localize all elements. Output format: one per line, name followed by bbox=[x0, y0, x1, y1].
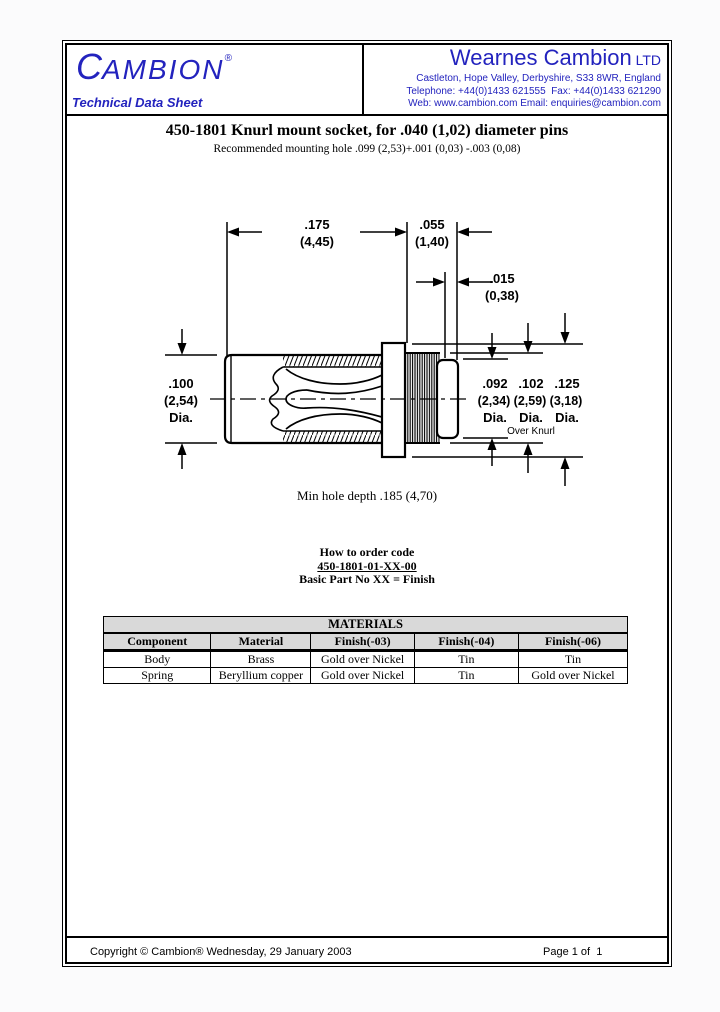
over-knurl-note: Over Knurl bbox=[507, 426, 555, 437]
company-web-email: Web: www.cambion.com Email: enquiries@ca… bbox=[408, 98, 661, 109]
dim-body-dia-mm: (2,54) bbox=[164, 393, 198, 408]
dim-length-mm: (4,45) bbox=[300, 234, 334, 249]
sheet-outer-border bbox=[62, 40, 672, 967]
order-note: Basic Part No XX = Finish bbox=[299, 572, 435, 586]
logo-letter-c: C bbox=[76, 46, 102, 87]
socket-body bbox=[210, 341, 470, 459]
cell-component: Spring bbox=[102, 667, 212, 684]
dia-3-label: Dia. bbox=[555, 410, 579, 425]
materials-header-row: Component Material Finish(-03) Finish(-0… bbox=[102, 632, 629, 652]
footer-rule bbox=[67, 936, 667, 938]
company-logo: CAMBION® bbox=[76, 49, 232, 86]
col-header-finish-03: Finish(-03) bbox=[310, 632, 415, 652]
sheet-inner-border bbox=[65, 43, 669, 964]
footer-page-info: Page 1 of 1 bbox=[543, 946, 603, 958]
registered-mark-icon: ® bbox=[224, 53, 232, 64]
dia-1: .092 bbox=[482, 376, 507, 391]
company-suffix: LTD bbox=[631, 52, 661, 68]
cell-component: Body bbox=[102, 650, 212, 668]
dim-shoulder-mm: (1,40) bbox=[415, 234, 449, 249]
dimension-lines bbox=[165, 222, 583, 486]
col-header-material: Material bbox=[210, 632, 312, 652]
dia-2-label: Dia. bbox=[519, 410, 543, 425]
closed-entry-profile bbox=[268, 366, 284, 432]
dimension-arrowheads bbox=[177, 227, 570, 469]
company-info-block: Wearnes Cambion LTD Castleton, Hope Vall… bbox=[364, 45, 661, 111]
col-header-finish-06: Finish(-06) bbox=[517, 632, 629, 652]
table-row-body: Body Brass Gold over Nickel Tin Tin bbox=[102, 650, 629, 668]
logo-rest: AMBION bbox=[102, 54, 225, 85]
dim-tip-mm: (0,38) bbox=[485, 288, 519, 303]
dimension-labels: .175 (4,45) .055 (1,40) .015 (0,38) .100… bbox=[164, 217, 582, 437]
dia-3: .125 bbox=[554, 376, 579, 391]
cell-finish-04: Tin bbox=[413, 650, 519, 668]
order-code-block: How to order code 450-1801-01-XX-00 Basi… bbox=[67, 545, 667, 587]
materials-title-row: MATERIALS bbox=[103, 616, 628, 634]
dim-shoulder: .055 bbox=[419, 217, 444, 232]
company-address: Castleton, Hope Valley, Derbyshire, S33 … bbox=[416, 73, 661, 84]
cell-finish-03: Gold over Nickel bbox=[310, 667, 415, 684]
doc-title: 450-1801 Knurl mount socket, for .040 (1… bbox=[165, 122, 569, 139]
col-header-finish-04: Finish(-04) bbox=[413, 632, 519, 652]
footer-copyright: Copyright © Cambion® Wednesday, 29 Janua… bbox=[90, 946, 352, 958]
cell-finish-06: Tin bbox=[517, 650, 629, 668]
dia-2-mm: (2,59) bbox=[514, 394, 547, 408]
order-code: 450-1801-01-XX-00 bbox=[317, 558, 417, 573]
materials-title: MATERIALS bbox=[103, 616, 628, 634]
cell-material: Beryllium copper bbox=[210, 667, 312, 684]
dim-tip: .015 bbox=[489, 271, 514, 286]
mounting-flange bbox=[380, 341, 407, 459]
dia-1-label: Dia. bbox=[483, 410, 507, 425]
order-heading: How to order code bbox=[319, 545, 415, 559]
company-name: Wearnes Cambion LTD bbox=[364, 45, 661, 73]
dim-length: .175 bbox=[304, 217, 329, 232]
cell-finish-03: Gold over Nickel bbox=[310, 650, 415, 668]
technical-drawing: .175 (4,45) .055 (1,40) .015 (0,38) .100… bbox=[164, 217, 583, 486]
materials-table: MATERIALS Component Material Finish(-03)… bbox=[102, 616, 629, 684]
table-row-spring: Spring Beryllium copper Gold over Nickel… bbox=[102, 667, 629, 684]
tagline: Technical Data Sheet bbox=[72, 95, 203, 110]
cell-finish-04: Tin bbox=[413, 667, 519, 684]
cell-finish-06: Gold over Nickel bbox=[517, 667, 629, 684]
dia-3-mm: (3,18) bbox=[550, 394, 583, 408]
company-name-text: Wearnes Cambion bbox=[449, 45, 632, 70]
knurl-texture bbox=[405, 353, 440, 443]
dim-body-dia-label: Dia. bbox=[169, 410, 193, 425]
doc-subtitle: Recommended mounting hole .099 (2,53)+.0… bbox=[213, 143, 521, 155]
dia-1-mm: (2,34) bbox=[478, 394, 511, 408]
company-phone-fax: Telephone: +44(0)1433 621555 Fax: +44(0)… bbox=[406, 85, 661, 97]
header-vertical-divider bbox=[362, 45, 364, 115]
dia-2: .102 bbox=[518, 376, 543, 391]
min-hole-note: Min hole depth .185 (4,70) bbox=[296, 488, 438, 503]
cell-material: Brass bbox=[210, 650, 312, 668]
col-header-component: Component bbox=[102, 632, 212, 652]
dim-body-dia: .100 bbox=[168, 376, 193, 391]
header-bottom-rule bbox=[67, 114, 667, 116]
